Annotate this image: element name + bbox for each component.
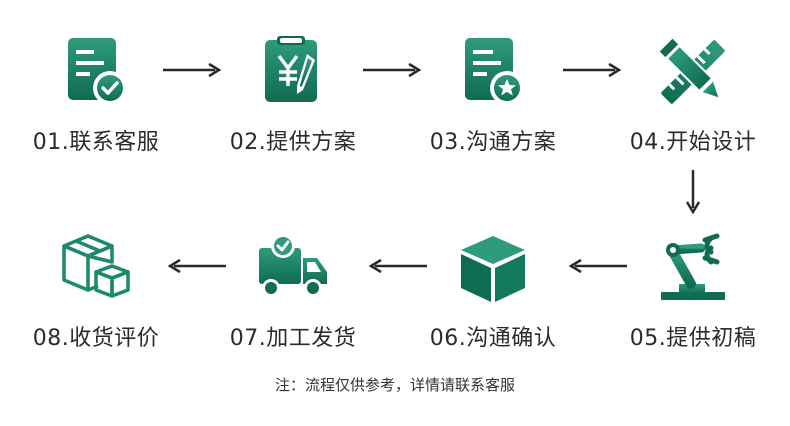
step-label: 04.开始设计: [629, 130, 757, 155]
yuan-clipboard-pen-icon: [265, 36, 317, 102]
arrow-left-icon: [167, 258, 226, 274]
step-05: 05.提供初稿: [603, 230, 783, 352]
pencil-ruler-icon: [659, 38, 725, 104]
step-label: 06.沟通确认: [429, 326, 557, 351]
document-check-icon: [68, 38, 127, 105]
packages-icon: [62, 234, 130, 298]
footnote: 注：流程仅供参考，详情请联系客服: [274, 376, 515, 394]
step-02: 02.提供方案: [203, 34, 383, 156]
step-label: 03.沟通方案: [429, 130, 557, 155]
step-03: 03.沟通方案: [403, 34, 583, 156]
step-01: 01.联系客服: [6, 34, 186, 156]
arrow-left-icon: [568, 258, 627, 274]
step-label: 02.提供方案: [229, 130, 357, 155]
step-04: 04.开始设计: [603, 34, 783, 156]
arrow-right-icon: [363, 62, 422, 78]
step-label: 05.提供初稿: [629, 326, 757, 351]
cube-icon: [461, 236, 525, 302]
step-08: 08.收货评价: [6, 230, 186, 352]
step-label: 07.加工发货: [229, 326, 357, 351]
arrow-right-icon: [163, 62, 222, 78]
document-star-icon: [465, 38, 524, 105]
delivery-truck-icon: [259, 234, 327, 297]
arrow-down-icon: [685, 170, 701, 214]
step-07: 07.加工发货: [203, 230, 383, 352]
arrow-right-icon: [563, 62, 622, 78]
arrow-left-icon: [368, 258, 427, 274]
step-label: 08.收货评价: [32, 326, 160, 351]
step-label: 01.联系客服: [32, 130, 160, 155]
robot-arm-icon: [661, 233, 725, 300]
step-06: 06.沟通确认: [403, 230, 583, 352]
